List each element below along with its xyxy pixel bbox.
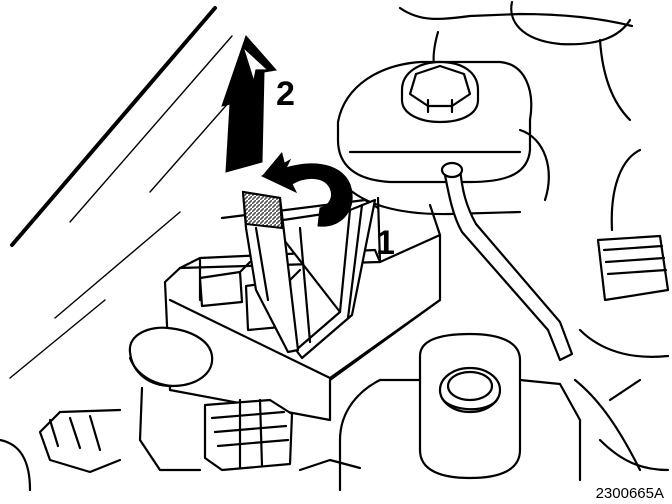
reservoir-cap [400,60,480,124]
lower-reservoir [338,332,582,492]
rotate-arrow [260,152,353,227]
body-edge-lines [9,6,239,379]
pull-tab [241,190,300,354]
figure-reference-code: 2300665A [596,485,664,502]
callout-step-2: 2 [276,75,295,113]
pull-up-arrow [221,35,277,173]
callout-step-1: 1 [376,224,395,262]
misc-lines-bottom [298,378,670,472]
hose-pipe [440,161,574,362]
lower-center-block [203,398,294,472]
right-connector-block [573,234,670,472]
lower-reservoir-cap [438,366,502,414]
lower-left-component [0,326,214,492]
